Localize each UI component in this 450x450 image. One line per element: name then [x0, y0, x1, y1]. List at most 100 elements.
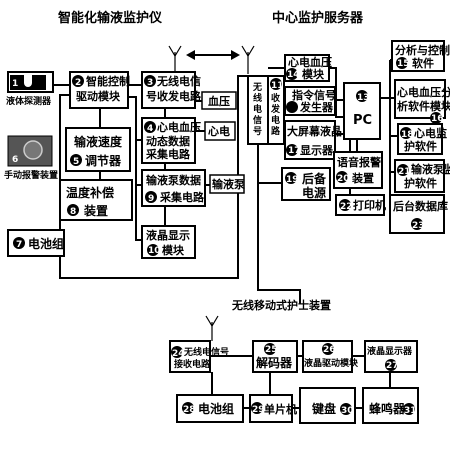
server-number-11: 11: [271, 81, 284, 91]
keyboard: 键盘 30: [299, 387, 356, 424]
ecg-acq-line3: 采集电路: [145, 147, 191, 161]
infusion-pump-label: 输液泵: [212, 177, 245, 191]
database-label: 后台数据库: [393, 199, 448, 213]
cmd-gen-line2: 发生器: [299, 100, 334, 114]
lcd-display-number: 27: [386, 361, 399, 371]
smart-control-line2: 驱动模块: [76, 89, 121, 103]
transceiver-number: 3: [147, 78, 153, 88]
smart-control-drive-module: 2 智能控制 驱动模块: [69, 71, 130, 109]
nurse-battery-label: 电池组: [198, 401, 234, 416]
server-wireless-col-0: 无: [252, 82, 262, 93]
nurse-battery-pack: 28 电池组: [176, 394, 244, 423]
server-receive-col-2: 电: [271, 114, 280, 126]
decoder-label: 解码器: [256, 355, 293, 370]
speed-regulator-number: 5: [73, 157, 79, 167]
server-title: 中心监护服务器: [272, 10, 364, 26]
lcd-driver-number: 26: [323, 345, 336, 355]
lcd-driver-module: 26 液晶驱动模块: [302, 340, 359, 373]
decoder: 25 解码器: [252, 340, 298, 373]
transceiver-line2: 号收发电路: [146, 89, 202, 103]
ecg-mon-sw-number: 18: [401, 130, 414, 140]
pump-mon-sw-line1: 输液泵监: [411, 162, 450, 176]
command-signal-generator: 指令信号 发生器: [284, 86, 336, 116]
temperature-compensation-device: 温度补偿 8 装置: [59, 179, 133, 221]
lcd-display: 液晶显示器 27: [364, 340, 418, 373]
speed-regulator-line2: 调节器: [85, 153, 122, 168]
server-receive-col-0: 收: [271, 92, 280, 104]
analysis-control-software: 分析与控制 15 软件: [391, 40, 450, 72]
lcd-module-line2: 模块: [162, 243, 185, 257]
server-wireless-col-1: 线: [253, 92, 262, 104]
temp-comp-line1: 温度补偿: [66, 185, 114, 200]
lcd-driver-label: 液晶驱动模块: [304, 357, 359, 369]
temp-comp-line2: 装置: [83, 203, 108, 218]
cmd-gen-line1: 指令信号: [292, 88, 336, 102]
server-wireless-col-3: 信: [253, 114, 262, 126]
decoder-number: 25: [265, 345, 278, 355]
ecg-label: 心电: [208, 124, 230, 138]
nurse-title: 无线移动式护士装置: [231, 298, 331, 312]
server-receive-col-1: 发: [270, 103, 281, 115]
printer: 22 打印机: [335, 194, 386, 216]
ecg-bp-module-line1: 心电血压: [288, 55, 332, 69]
large-lcd-line1: 大屏幕液晶: [287, 124, 342, 138]
pc-number: 13: [357, 93, 370, 103]
server-receive-circuit: 11 收 发 电 路: [267, 75, 285, 145]
voice-alarm-line2: 装置: [351, 171, 374, 185]
microcontroller: 29 单片机: [249, 394, 297, 423]
manual-alarm-number: 6: [12, 155, 18, 165]
lcd-module-line1: 液晶显示: [146, 228, 190, 242]
ecg-mon-sw-line2: 护软件: [404, 139, 437, 153]
server-wireless-transceiver: 无 线 电 信 号: [247, 75, 269, 145]
buzzer: 蜂鸣器 31: [362, 387, 419, 424]
transceiver-line1: 无线电信: [156, 74, 201, 88]
temp-comp-number: 8: [70, 207, 76, 217]
backup-power: 19 后备 电源: [281, 167, 331, 201]
lcd-module-number: 10: [148, 246, 161, 256]
lcd-display-label: 液晶显示器: [367, 345, 413, 357]
wireless-transceiver-circuit: 3 无线电信 号收发电路: [141, 71, 202, 109]
battery-monitor-label: 电池组: [28, 236, 64, 251]
server-wireless-col-2: 电: [253, 103, 262, 115]
ecg-acq-line1: 心电血压: [157, 120, 201, 134]
wireless-receiver-circuit: 24 无线电信号 接收电路: [169, 340, 229, 373]
printer-label: 打印机: [353, 198, 386, 212]
printer-number: 22: [340, 202, 353, 212]
ecg-bp-acquisition-circuit: 4 心电血压 动态数据 采集电路: [141, 117, 201, 164]
analysis-sw-number: 15: [397, 59, 410, 69]
analysis-sw-line1: 分析与控制: [395, 43, 450, 57]
large-lcd-number: 17: [288, 146, 301, 156]
smart-control-number: 2: [75, 78, 81, 88]
pump-acq-line2: 采集电路: [159, 190, 205, 204]
receiver-line1: 无线电信号: [183, 346, 229, 358]
pump-acq-line1: 输液泵数据: [146, 173, 201, 187]
ecg-analysis-line2: 析软件模块: [397, 99, 450, 113]
large-lcd-line2: 显示器: [300, 144, 334, 157]
blood-pressure-label: 血压: [208, 94, 230, 108]
voice-alarm-number: 20: [337, 174, 350, 184]
ecg-bp-module-number: 14: [287, 70, 300, 80]
lcd-display-module: 液晶显示 10 模块: [141, 225, 196, 259]
pc-label: PC: [353, 113, 372, 128]
ecg-input: 心电: [204, 121, 236, 141]
receiver-number: 24: [172, 349, 185, 359]
ecg-analysis-line1: 心电血压分: [397, 85, 450, 99]
monitor-title: 智能化输液监护仪: [58, 10, 163, 26]
voice-alarm-line1: 语音报警: [337, 155, 381, 169]
ecg-mon-sw-line1: 心电监: [414, 126, 447, 140]
pump-acq-number: 9: [148, 194, 154, 204]
ecg-monitoring-software: 18 心电监 护软件: [397, 123, 447, 155]
speed-regulator-line1: 输液速度: [74, 134, 123, 149]
microcontroller-label: 单片机: [264, 402, 297, 416]
liquid-detector-number: 1: [12, 79, 18, 89]
database-number: 23: [412, 221, 425, 231]
ecg-analysis-number: 16: [431, 114, 444, 124]
ecg-bp-module: 心电血压 14 模块: [284, 54, 332, 82]
liquid-detector: 1 液体探测器: [6, 71, 54, 107]
receiver-line2: 接收电路: [174, 358, 211, 370]
battery-monitor-number: 7: [16, 240, 22, 250]
server-wireless-col-4: 号: [253, 126, 262, 137]
backup-power-number: 19: [286, 175, 299, 185]
pump-mon-sw-number: 21: [398, 167, 411, 177]
backend-database: 后台数据库 23: [389, 194, 448, 234]
